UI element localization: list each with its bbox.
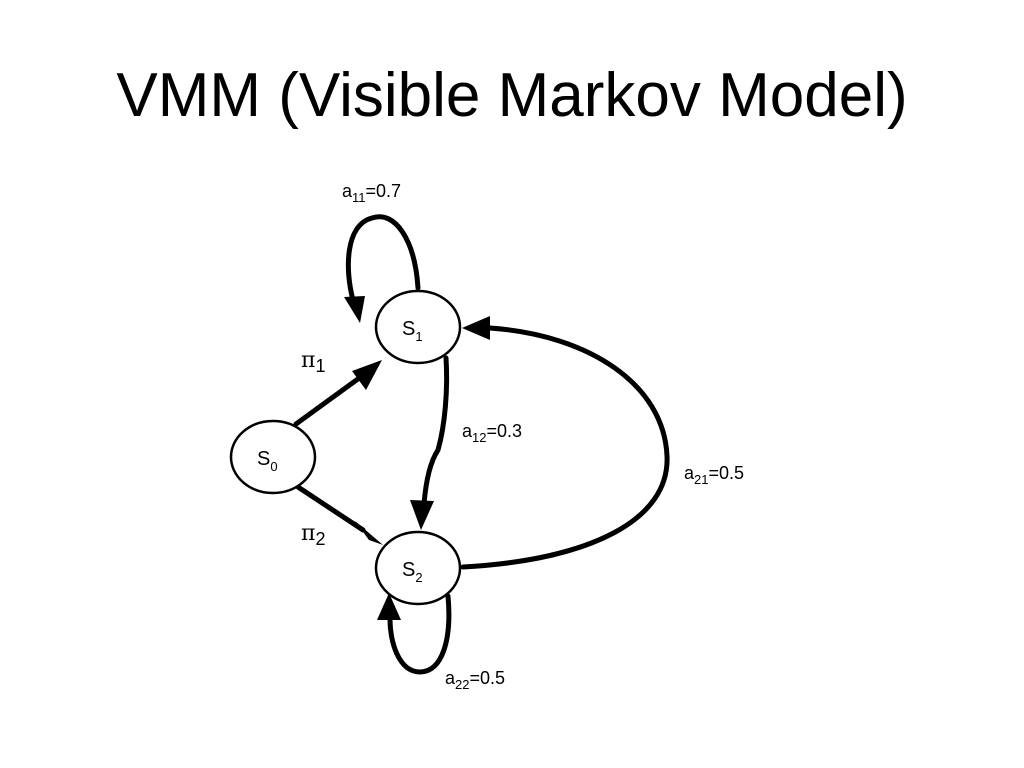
pi2-label: π2: [301, 521, 325, 549]
node-s1: S1: [374, 289, 462, 365]
node-s2-label: S2: [402, 559, 423, 585]
a11-label: a11=0.7: [342, 181, 401, 205]
a21-label: a21=0.5: [684, 463, 744, 487]
node-s2: S2: [374, 530, 462, 606]
node-s0: S0: [229, 419, 317, 495]
edge-s0-s2: [295, 484, 383, 545]
edge-s2-self-loop: [377, 593, 452, 675]
a22-label: a22=0.5: [445, 668, 505, 692]
node-s0-label: S0: [257, 448, 278, 474]
a12-label: a12=0.3: [462, 421, 522, 445]
node-s1-label: S1: [402, 318, 423, 344]
edge-s1-s2: [410, 355, 450, 530]
pi1-label: π1: [301, 348, 325, 376]
edge-s2-s1: [460, 316, 670, 570]
edge-s1-self-loop: [344, 214, 421, 323]
page-title: VMM (Visible Markov Model): [116, 61, 908, 130]
edge-s0-s1: [293, 360, 382, 427]
